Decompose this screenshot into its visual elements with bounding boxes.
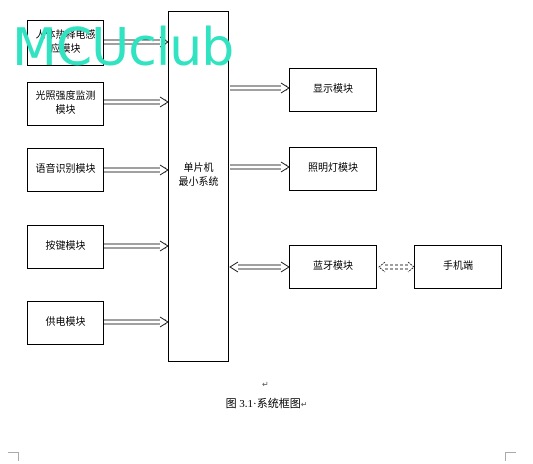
paragraph-mark-icon: ↵ (262, 380, 269, 389)
voice-recognition-module-label: 语音识别模块 (35, 164, 96, 175)
page-corner-mark-right (505, 452, 516, 461)
voice-recognition-module-box: 语音识别模块 (27, 148, 104, 192)
arrow-bluetooth-phone-dashed (378, 261, 415, 273)
arrow-mcu-to-lamp (230, 161, 290, 173)
arrow-voice-to-mcu (104, 164, 169, 176)
arrow-power-to-mcu (104, 316, 169, 328)
key-module-label: 按键模块 (45, 241, 86, 252)
mcu-label-line2: 最小系统 (178, 177, 219, 188)
bluetooth-module-box: 蓝牙模块 (289, 245, 377, 289)
arrow-light-to-mcu (104, 96, 169, 108)
caption-paragraph-mark-icon: ↵ (300, 400, 308, 409)
lamp-module-box: 照明灯模块 (289, 147, 377, 191)
pir-sensor-module-box: 人体热释电感应模块 (27, 20, 104, 66)
phone-box: 手机端 (414, 245, 502, 289)
page-corner-mark-left (8, 452, 19, 461)
arrow-mcu-bluetooth-bidirectional (229, 261, 290, 273)
light-intensity-module-label: 光照强度监测模块 (35, 91, 96, 116)
phone-label: 手机端 (443, 261, 473, 272)
display-module-box: 显示模块 (289, 68, 377, 112)
arrow-pir-to-mcu (104, 36, 169, 48)
bluetooth-module-label: 蓝牙模块 (313, 261, 353, 272)
pir-sensor-module-label: 人体热释电感应模块 (35, 30, 96, 55)
display-module-label: 显示模块 (313, 84, 353, 95)
power-module-label: 供电模块 (45, 317, 86, 328)
key-module-box: 按键模块 (27, 225, 104, 269)
light-intensity-module-box: 光照强度监测模块 (27, 82, 104, 126)
arrow-key-to-mcu (104, 240, 169, 252)
figure-caption-text: 图 3.1·系统框图 (225, 398, 301, 410)
power-module-box: 供电模块 (27, 301, 104, 345)
figure-caption: 图 3.1·系统框图↵ (0, 395, 533, 411)
arrow-mcu-to-display (230, 82, 290, 94)
lamp-module-label: 照明灯模块 (308, 163, 358, 174)
mcu-minimum-system-box: 单片机 最小系统 (168, 11, 229, 362)
mcu-label-line1: 单片机 (183, 163, 214, 174)
